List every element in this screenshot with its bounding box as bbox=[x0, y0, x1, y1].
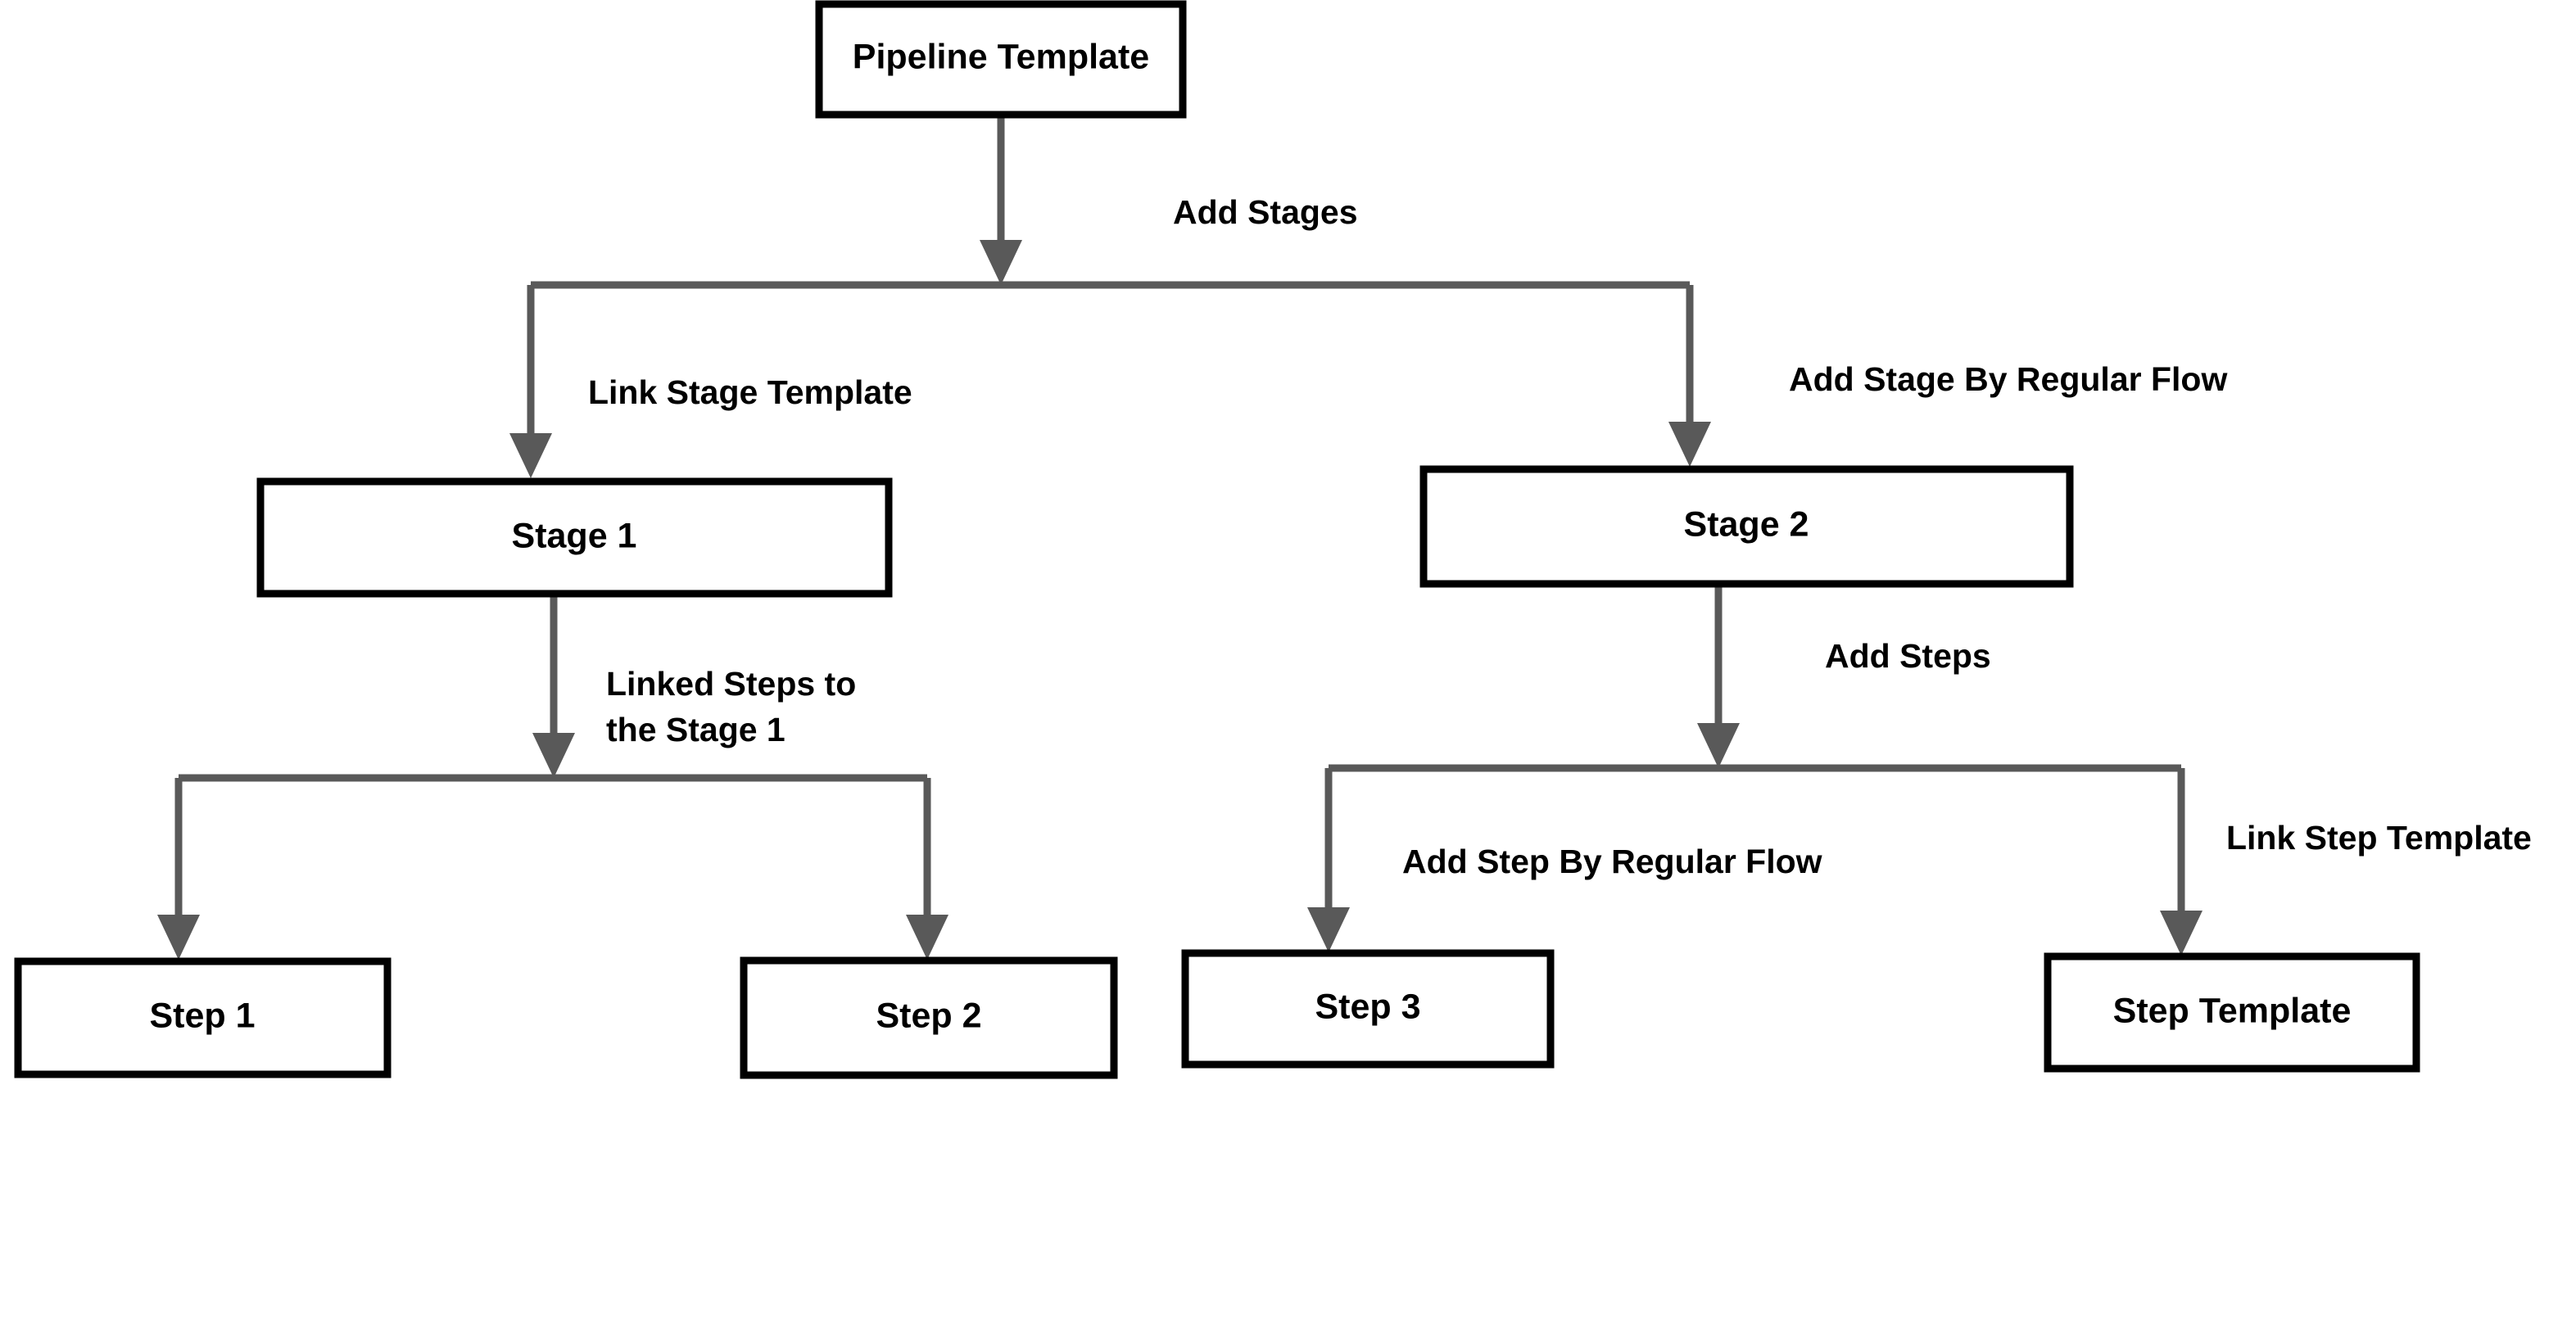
step-1-box[interactable] bbox=[14, 957, 392, 1078]
step-2-box[interactable] bbox=[740, 956, 1118, 1079]
node-step-3[interactable]: Step 3 bbox=[1181, 949, 1555, 1069]
edge-add-step-by-regular-flow-arrowhead bbox=[1307, 907, 1350, 952]
edge-label-add-stages: Add Stages bbox=[1173, 193, 1358, 231]
node-step-template[interactable]: Step Template bbox=[2044, 952, 2420, 1073]
step-2-label: Step 2 bbox=[876, 996, 981, 1035]
edge-add-step-by-regular-flow bbox=[1307, 768, 1350, 952]
edge-add-stage-by-regular-flow bbox=[1668, 285, 1711, 467]
stage-2-label: Stage 2 bbox=[1684, 504, 1809, 544]
edge-label-linked-steps-line-2: the Stage 1 bbox=[606, 711, 785, 748]
node-step-1[interactable]: Step 1 bbox=[14, 957, 392, 1078]
step-3-box[interactable] bbox=[1181, 949, 1555, 1069]
pipeline-template-label: Pipeline Template bbox=[853, 37, 1149, 76]
edge-step-2 bbox=[906, 778, 948, 960]
edge-add-stages bbox=[531, 115, 1690, 289]
edge-add-steps-arrowhead bbox=[1697, 723, 1740, 768]
edge-add-stages-arrowhead bbox=[980, 240, 1022, 285]
edge-label-add-step-by-regular-flow: Add Step By Regular Flow bbox=[1402, 843, 1822, 880]
step-1-label: Step 1 bbox=[149, 996, 255, 1035]
edge-add-stage-by-regular-flow-arrowhead bbox=[1668, 422, 1711, 467]
edge-label-add-stage-by-regular-flow: Add Stage By Regular Flow bbox=[1789, 360, 2227, 398]
stage-2-box[interactable] bbox=[1419, 465, 2074, 588]
node-stage-1[interactable]: Stage 1 bbox=[256, 477, 893, 598]
edge-label-add-steps: Add Steps bbox=[1825, 637, 1991, 675]
edge-step-1 bbox=[157, 778, 200, 960]
pipeline-template-box[interactable] bbox=[815, 0, 1187, 119]
node-stage-2[interactable]: Stage 2 bbox=[1419, 465, 2074, 588]
edge-label-link-stage-template: Link Stage Template bbox=[588, 373, 912, 411]
node-step-2[interactable]: Step 2 bbox=[740, 956, 1118, 1079]
step-template-box[interactable] bbox=[2044, 952, 2420, 1073]
stage-1-box[interactable] bbox=[256, 477, 893, 598]
step-template-label: Step Template bbox=[2113, 991, 2352, 1030]
edge-linked-steps-to-the-stage-1 bbox=[179, 594, 927, 782]
edge-link-stage-template-arrowhead bbox=[509, 433, 552, 478]
edge-link-stage-template bbox=[509, 285, 552, 478]
edge-linked-steps-arrowhead bbox=[532, 733, 575, 778]
edge-label-linked-steps-line-1: Linked Steps to bbox=[606, 665, 856, 703]
edge-step-2-arrowhead bbox=[906, 915, 948, 960]
edge-step-1-arrowhead bbox=[157, 915, 200, 960]
stage-1-label: Stage 1 bbox=[512, 516, 637, 555]
edge-add-steps bbox=[1329, 584, 2181, 772]
step-3-label: Step 3 bbox=[1315, 987, 1420, 1026]
edge-link-step-template bbox=[2160, 768, 2203, 956]
edge-link-step-template-arrowhead bbox=[2160, 911, 2203, 956]
node-pipeline-template[interactable]: Pipeline Template bbox=[815, 0, 1187, 119]
edge-label-link-step-template: Link Step Template bbox=[2226, 819, 2532, 857]
